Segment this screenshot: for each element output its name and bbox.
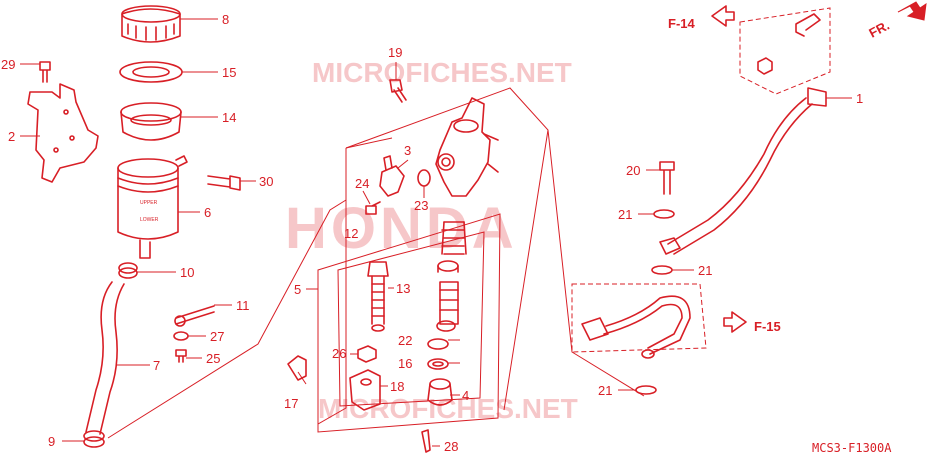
callout-21-middle: 21 bbox=[698, 263, 712, 278]
callout-17: 17 bbox=[284, 396, 298, 411]
washer-22 bbox=[427, 338, 449, 350]
sealing-washer-21c bbox=[635, 385, 657, 395]
upper-mark: UPPER bbox=[140, 200, 158, 206]
callout-numbers: 8 15 14 6 30 10 7 9 11 27 25 2 29 19 3 2… bbox=[1, 12, 863, 454]
callout-23: 23 bbox=[414, 198, 428, 213]
sealing-washer-21b bbox=[651, 265, 673, 275]
callout-4: 4 bbox=[462, 388, 469, 403]
callout-6: 6 bbox=[204, 205, 211, 220]
washer-27 bbox=[173, 331, 189, 341]
callout-13: 13 bbox=[396, 281, 410, 296]
bolt-29 bbox=[39, 61, 51, 83]
callout-16: 16 bbox=[398, 356, 412, 371]
o-ring-23 bbox=[417, 169, 431, 187]
dashed-box-lower bbox=[571, 283, 707, 353]
hose-fitting-upper bbox=[757, 13, 821, 75]
assembly-frame-inner bbox=[317, 213, 501, 433]
brake-hose-1 bbox=[659, 87, 827, 255]
callout-21-lower: 21 bbox=[598, 383, 612, 398]
watermark-bottom: MICROFICHES.NET bbox=[318, 393, 578, 424]
boot-4 bbox=[427, 378, 453, 406]
front-arrow-icon bbox=[897, 1, 927, 21]
callout-24: 24 bbox=[355, 176, 369, 191]
reservoir-bracket bbox=[27, 83, 99, 183]
push-rod-joint bbox=[349, 369, 381, 411]
callout-leaders bbox=[20, 18, 852, 447]
diaphragm bbox=[120, 102, 182, 141]
callout-20: 20 bbox=[626, 163, 640, 178]
front-label: FR. bbox=[866, 18, 892, 41]
piston-assembly bbox=[436, 260, 459, 332]
callout-12: 12 bbox=[344, 226, 358, 241]
screw-25 bbox=[175, 349, 187, 363]
callout-26: 26 bbox=[332, 346, 346, 361]
ref-f14[interactable]: F-14 bbox=[668, 5, 735, 31]
reservoir-hose bbox=[85, 281, 125, 435]
callout-3: 3 bbox=[404, 143, 411, 158]
callout-10: 10 bbox=[180, 265, 194, 280]
callout-15: 15 bbox=[222, 65, 236, 80]
reservoir-tank: UPPER LOWER bbox=[117, 155, 188, 259]
front-indicator: FR. bbox=[866, 1, 927, 41]
ref-f14-label: F-14 bbox=[668, 16, 696, 31]
lower-mark: LOWER bbox=[140, 217, 159, 223]
watermark-honda: HONDA bbox=[285, 196, 518, 261]
hose-clip-10 bbox=[118, 262, 138, 279]
callout-5: 5 bbox=[294, 282, 301, 297]
bolt-19 bbox=[389, 79, 407, 103]
reservoir-cap bbox=[121, 5, 181, 43]
watermark-top: MICROFICHES.NET bbox=[312, 57, 572, 88]
circlip-16 bbox=[427, 358, 449, 370]
callout-25: 25 bbox=[206, 351, 220, 366]
callout-28: 28 bbox=[444, 439, 458, 454]
callout-9: 9 bbox=[48, 434, 55, 449]
assembly-frame-left bbox=[317, 148, 347, 425]
push-rod bbox=[367, 261, 389, 332]
hose-clip-9 bbox=[83, 430, 105, 448]
screw-24 bbox=[365, 201, 381, 215]
callout-8: 8 bbox=[222, 12, 229, 27]
callout-2: 2 bbox=[8, 129, 15, 144]
callout-30: 30 bbox=[259, 174, 273, 189]
part-code: MCS3-F1300A bbox=[812, 441, 892, 455]
frame-link bbox=[345, 137, 393, 149]
callout-7: 7 bbox=[153, 358, 160, 373]
hose-stay-11 bbox=[174, 305, 215, 327]
oil-bolt-20 bbox=[659, 161, 675, 195]
sealing-washer-21a bbox=[653, 209, 675, 219]
nut-26 bbox=[357, 345, 377, 363]
joint-pin-17 bbox=[287, 355, 307, 381]
left-arrow-icon bbox=[711, 5, 735, 27]
callout-14: 14 bbox=[222, 110, 236, 125]
callout-27: 27 bbox=[210, 329, 224, 344]
diaphragm-plate bbox=[119, 61, 183, 83]
callout-19: 19 bbox=[388, 45, 402, 60]
ref-f15-label: F-15 bbox=[754, 319, 781, 334]
cotter-pin-28 bbox=[421, 429, 431, 453]
ref-f15[interactable]: F-15 bbox=[723, 311, 781, 334]
bolt-30 bbox=[207, 175, 241, 191]
assembly-frame-core bbox=[337, 231, 485, 407]
dashed-box-upper bbox=[739, 7, 831, 95]
callout-18: 18 bbox=[390, 379, 404, 394]
master-cylinder bbox=[435, 97, 499, 197]
frame-to-hose-line bbox=[547, 129, 645, 397]
assembly-frame-outer bbox=[345, 87, 549, 411]
right-arrow-icon bbox=[723, 311, 747, 333]
callout-29: 29 bbox=[1, 57, 15, 72]
hose-to-frame-line bbox=[107, 199, 347, 439]
brake-hose-lower bbox=[581, 295, 691, 359]
callout-21-upper: 21 bbox=[618, 207, 632, 222]
spring bbox=[441, 221, 467, 255]
callout-22: 22 bbox=[398, 333, 412, 348]
hose-joint-3 bbox=[379, 155, 405, 197]
callout-1: 1 bbox=[856, 91, 863, 106]
callout-11: 11 bbox=[236, 298, 250, 313]
